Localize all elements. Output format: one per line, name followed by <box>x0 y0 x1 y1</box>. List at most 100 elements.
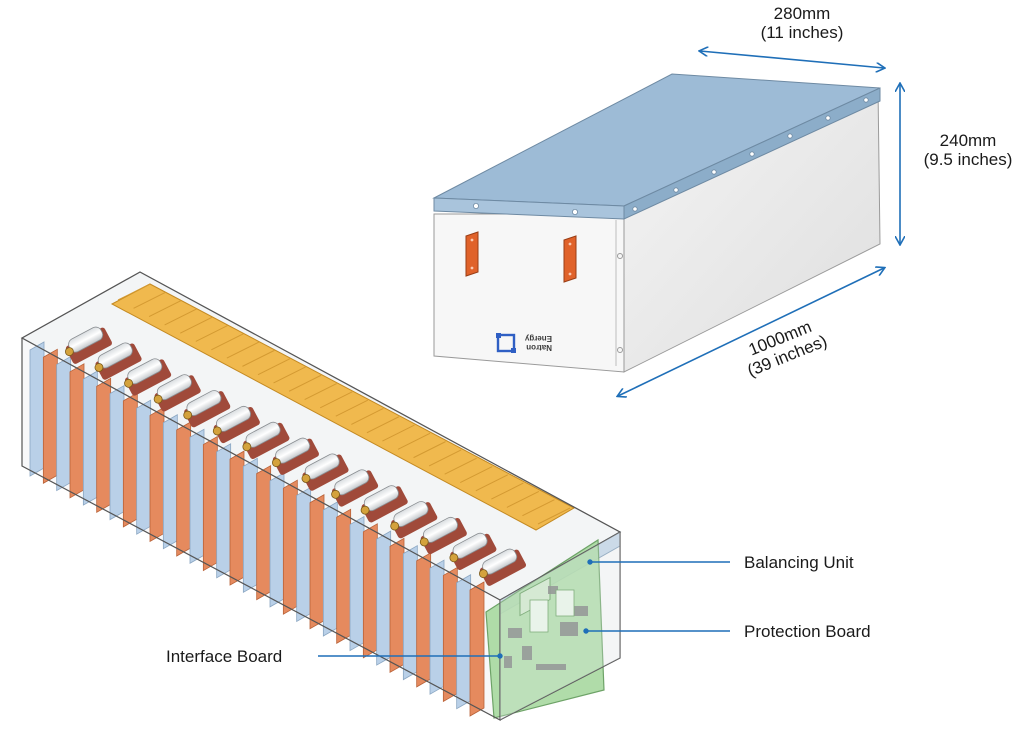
logo-mark-icon <box>496 333 516 353</box>
battery-cell-plate <box>189 428 205 564</box>
callout-lines <box>318 559 730 659</box>
logo-text: Natron Energy <box>518 334 552 352</box>
width-arrow <box>700 51 884 68</box>
busbar-ridge <box>459 466 493 483</box>
busbar-ridge <box>335 399 369 417</box>
busbar-ridge <box>506 490 540 508</box>
battery-cell-plate <box>376 530 392 666</box>
battery-cell-plate <box>69 363 85 499</box>
busbar-ridge <box>397 432 431 450</box>
connector-roll <box>153 374 201 412</box>
battery-cell-plate <box>256 464 272 601</box>
width-imperial: (11 inches) <box>760 23 844 42</box>
busbar-ridge <box>413 441 446 459</box>
battery-cell-plate <box>322 501 338 637</box>
busbar-ridge <box>366 416 400 434</box>
handle-left <box>465 231 479 277</box>
lid-screws <box>472 97 869 215</box>
battery-cell-plate <box>162 414 178 550</box>
battery-cell-plate <box>349 515 365 652</box>
battery-cell-plate <box>149 406 165 543</box>
busbar-ridge <box>351 407 384 425</box>
interface-board-label: Interface Board <box>166 647 283 666</box>
connector-roll <box>419 516 467 555</box>
busbar-ridge <box>444 457 477 475</box>
handle-right <box>563 235 577 283</box>
busbar-ridge <box>537 507 571 525</box>
connector-rolls <box>65 326 527 586</box>
open-battery-pack <box>20 271 622 721</box>
busbar-ridge <box>195 325 229 342</box>
connector-roll <box>212 405 260 444</box>
battery-cell-plate <box>136 399 152 535</box>
connector-roll <box>272 437 320 475</box>
battery-cell-plate <box>389 537 405 674</box>
width-dimension-label: 280mm (11 inches) <box>742 4 862 42</box>
connector-roll <box>183 390 231 428</box>
battery-cell-plate <box>416 552 432 688</box>
busbar-ridge <box>428 449 462 467</box>
battery-cell-plate <box>216 443 232 579</box>
battery-cell-plate <box>122 392 138 528</box>
connector-roll <box>331 469 379 507</box>
busbar-ridge <box>117 283 151 301</box>
battery-cell-plate <box>402 544 418 681</box>
dimension-arrows <box>618 51 900 396</box>
connector-roll <box>360 485 408 523</box>
busbar-ridge <box>288 374 322 392</box>
busbar-ridge <box>242 349 275 367</box>
battery-cell-plate <box>229 450 245 586</box>
busbar-ridge <box>257 358 291 376</box>
battery-cell-plate <box>469 581 485 717</box>
width-metric: 280mm <box>773 4 831 23</box>
busbar-ridge <box>148 300 182 318</box>
length-arrow <box>618 268 884 396</box>
battery-cell-plate <box>362 523 378 659</box>
logo-line-1: Natron <box>526 343 552 352</box>
busbar-ridge <box>133 291 166 309</box>
battery-cell-plate <box>429 559 445 695</box>
battery-cell-plate <box>282 479 298 615</box>
logo-line-2: Energy <box>524 334 552 343</box>
busbar-ridge <box>273 366 306 384</box>
protection-board-label: Protection Board <box>744 622 871 641</box>
busbar-ridge <box>226 341 260 359</box>
height-dimension-label: 240mm (9.5 inches) <box>912 131 1024 169</box>
battery-cell-plate <box>56 355 72 492</box>
battery-cell-plate <box>202 435 218 572</box>
connector-roll <box>449 532 497 571</box>
battery-cell-plate <box>96 377 112 514</box>
battery-cell-plate <box>296 486 312 623</box>
battery-cell-plate <box>176 421 192 557</box>
connector-roll <box>390 501 438 539</box>
connector-roll <box>301 453 349 491</box>
battery-cell-plate <box>442 566 458 703</box>
busbar-ridge <box>319 391 353 409</box>
busbar-ridge <box>164 308 197 326</box>
height-metric: 240mm <box>939 131 997 150</box>
battery-cell-plate <box>82 370 98 506</box>
cell-stack <box>29 341 485 717</box>
balancing-unit-label: Balancing Unit <box>744 553 854 572</box>
busbar-ridge <box>522 499 555 517</box>
battery-cell-plate <box>109 384 125 521</box>
end-pcb-assembly <box>485 538 605 719</box>
battery-cell-plate <box>242 457 258 594</box>
connector-roll <box>479 548 527 586</box>
connector-roll <box>65 326 113 364</box>
height-imperial: (9.5 inches) <box>923 150 1013 169</box>
natron-energy-logo: Natron Energy <box>492 330 552 354</box>
busbar-ridge <box>179 316 213 334</box>
battery-cell-plate <box>269 472 285 608</box>
battery-cell-plate <box>336 508 352 644</box>
busbar-ridge <box>304 383 337 401</box>
battery-cell-plate <box>309 494 325 630</box>
battery-cell-plate <box>456 574 472 710</box>
connector-roll <box>242 421 290 460</box>
battery-cell-plate <box>29 341 45 477</box>
busbar-ridge <box>491 482 524 500</box>
battery-cell-plate <box>42 348 58 484</box>
busbar-ridge <box>382 424 415 442</box>
busbar-ridge <box>211 333 244 351</box>
